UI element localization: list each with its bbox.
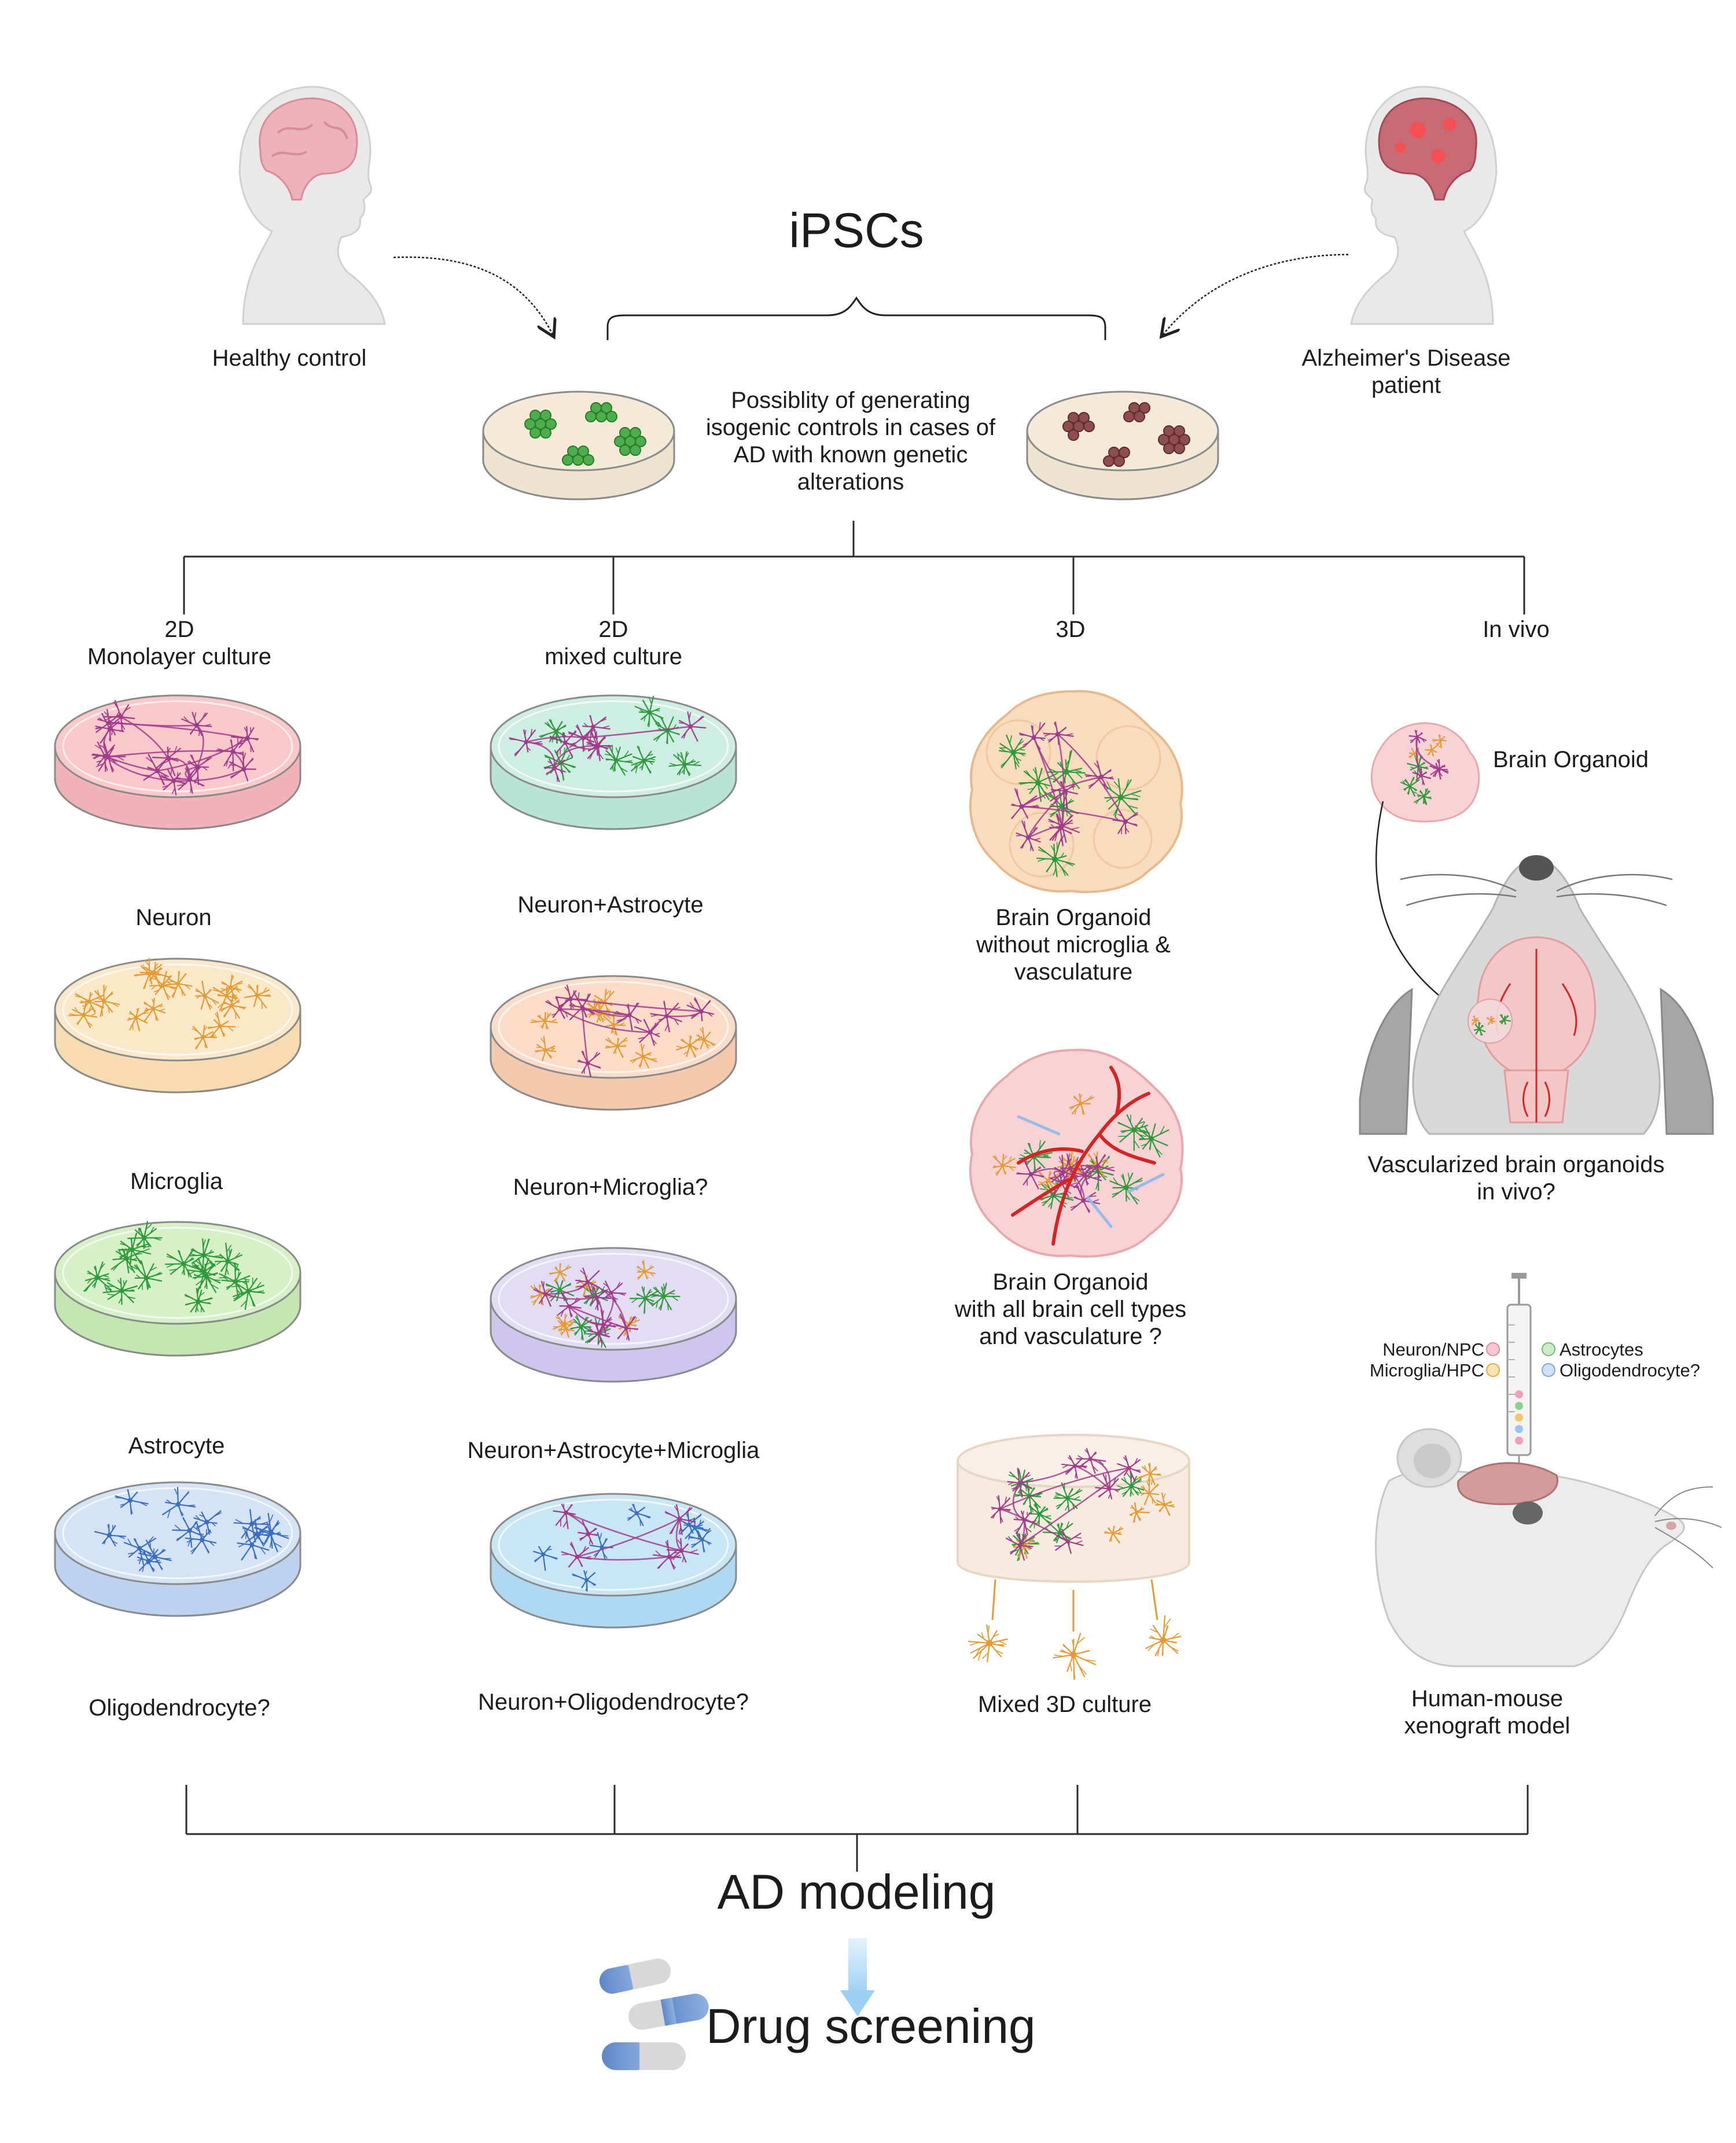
neuron-astrocyte-label: Neuron+Astrocyte <box>517 892 704 918</box>
legend-oligodendrocyte: Oligodendrocyte? <box>1560 1360 1700 1380</box>
legend-neuron-npc: Neuron/NPC <box>1382 1339 1484 1360</box>
organoid-no-microglia-label: Brain Organoid without microglia & vascu… <box>976 905 1171 985</box>
down-arrow-icon <box>840 1938 875 2016</box>
legend-astrocytes: Astrocytes <box>1560 1339 1643 1360</box>
organoid-without-microglia <box>969 690 1183 893</box>
healthy-to-ipsc-arrow <box>393 256 553 334</box>
healthy-control-label: Healthy control <box>212 345 367 371</box>
neuron-oligodendrocyte-label: Neuron+Oligodendrocyte? <box>477 1689 749 1715</box>
branch-2d-monolayer: 2D Monolayer culture <box>87 617 271 669</box>
patient-to-ipsc-arrow <box>1163 253 1349 334</box>
healthy-ipsc-dish <box>482 391 675 500</box>
neuron-microglia-label: Neuron+Microglia? <box>513 1174 708 1200</box>
organoid-transplant-arrow <box>1375 801 1467 1015</box>
branch-tree-bottom <box>185 1785 1529 1872</box>
branch-tree-top <box>183 521 1525 614</box>
mixed-3d-culture <box>957 1434 1190 1680</box>
ad-modeling-title: AD modeling <box>717 1865 996 1919</box>
mouse-side-view <box>1375 1428 1722 1667</box>
neuron-astrocyte-microglia-label: Neuron+Astrocyte+Microglia <box>467 1438 760 1463</box>
ipscs-title: iPSCs <box>789 203 924 257</box>
mouse-head-top-view <box>1359 855 1714 1135</box>
pill-capsules-icon <box>599 1958 709 2070</box>
branch-in-vivo: In vivo <box>1483 617 1550 642</box>
ad-patient-label: Alzheimer's Disease patient <box>1301 345 1511 398</box>
mixed-culture-dishes <box>490 694 737 1629</box>
drug-screening-title: Drug screening <box>706 1999 1036 2053</box>
organoid-all-cells-label: Brain Organoid with all brain cell types… <box>954 1269 1187 1349</box>
healthy-head-icon <box>238 86 386 325</box>
injection-legend-dots <box>1486 1342 1555 1377</box>
brain-organoid-label: Brain Organoid <box>1493 747 1649 772</box>
isogenic-controls-note: Possiblity of generating isogenic contro… <box>705 388 996 495</box>
oligodendrocyte-label: Oligodendrocyte? <box>89 1695 270 1721</box>
branch-2d-mixed: 2D mixed culture <box>545 617 682 669</box>
patient-ipsc-dish <box>1026 391 1219 500</box>
syringe-icon <box>1506 1273 1532 1481</box>
astrocyte-label: Astrocyte <box>128 1433 225 1459</box>
vascularized-organoid-label: Vascularized brain organoids in vivo? <box>1367 1152 1665 1205</box>
organoid-with-vasculature <box>969 1048 1184 1258</box>
mixed-3d-culture-label: Mixed 3D culture <box>977 1692 1152 1717</box>
branch-3d: 3D <box>1055 617 1086 642</box>
xenograft-model-label: Human-mouse xenograft model <box>1404 1686 1571 1739</box>
ipsc-brace <box>606 296 1106 340</box>
legend-microglia-hpc: Microglia/HPC <box>1369 1360 1484 1380</box>
neuron-label: Neuron <box>135 905 212 930</box>
microglia-label: Microglia <box>130 1169 223 1194</box>
ad-patient-head-icon <box>1350 86 1498 325</box>
monolayer-dishes <box>54 694 301 1617</box>
small-brain-organoid <box>1370 722 1480 823</box>
